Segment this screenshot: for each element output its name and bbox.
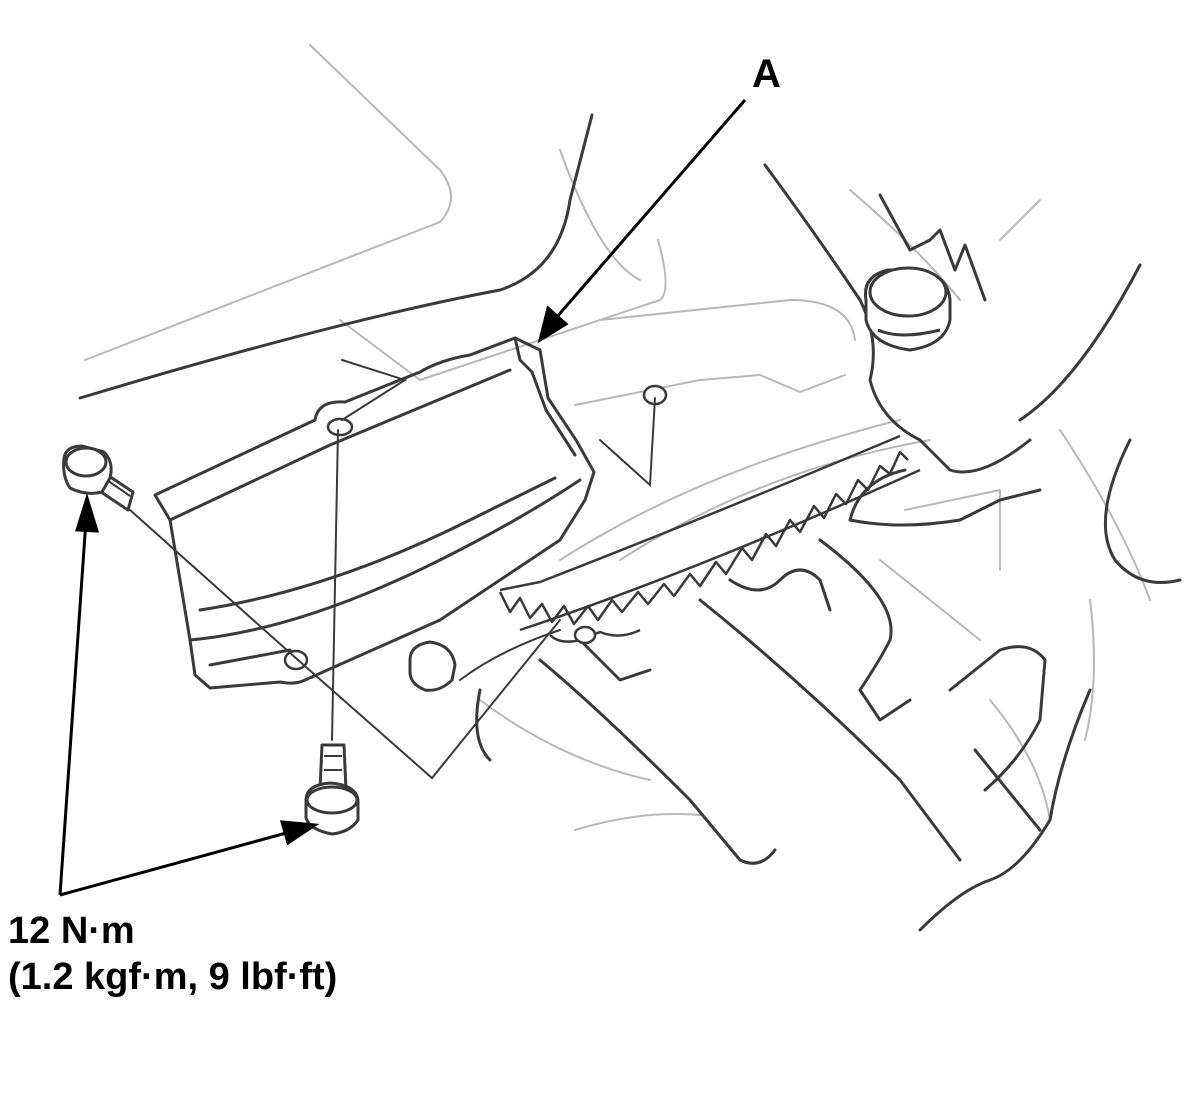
background-housing: [84, 44, 1151, 831]
bolt-left: [62, 444, 135, 512]
callout-arrows: [58, 99, 747, 897]
callout-a-arrowhead: [537, 305, 569, 344]
gear-hole: [573, 625, 597, 645]
torque-arrowhead-left: [74, 492, 100, 533]
torque-leader-bottom: [59, 830, 291, 897]
drain-plug: [408, 640, 457, 692]
callout-a-leader: [554, 99, 747, 319]
bolt-bottom: [304, 743, 360, 836]
torque-spec-metric: 12 N·m: [8, 910, 135, 952]
reference-lines: [129, 359, 656, 780]
housing-bolt: [863, 266, 952, 352]
callout-label-a: A: [752, 52, 781, 96]
mounting-holes: [283, 384, 668, 671]
cover-hole-top: [326, 417, 354, 437]
cover-hole-left: [283, 649, 309, 671]
inspection-cover-plate: [153, 336, 596, 690]
torque-leader-left: [58, 519, 88, 896]
ring-gear-teeth: [498, 434, 921, 643]
transmission-housing: [78, 113, 1182, 932]
torque-arrowhead-bottom: [279, 820, 320, 846]
torque-spec-conversions: (1.2 kgf·m, 9 lbf·ft): [8, 956, 338, 998]
